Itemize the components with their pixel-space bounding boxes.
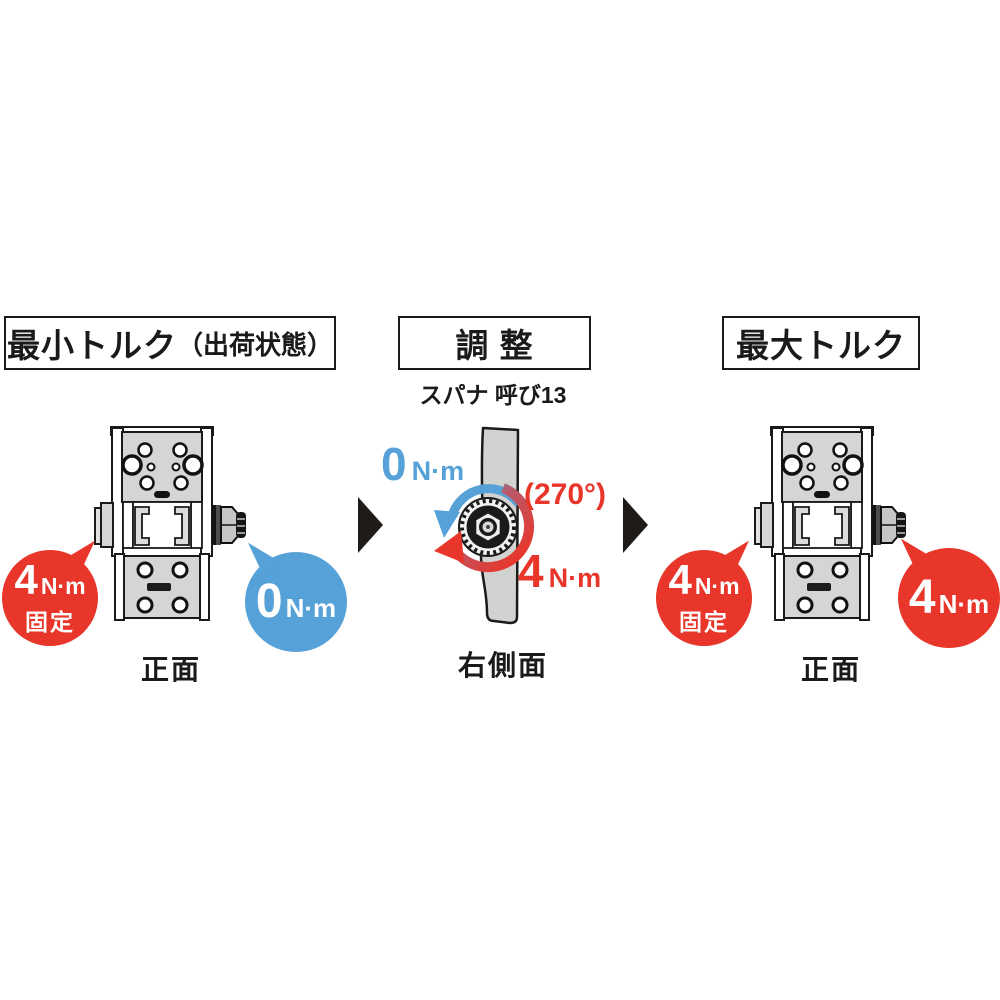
- min-fixed-torque-bubble: 4 N·m 固定: [2, 533, 104, 646]
- torque-value: 0: [255, 575, 283, 629]
- torque-unit: N·m: [285, 593, 337, 624]
- adjust-title: 調 整: [455, 327, 534, 364]
- lamp-logo: [147, 583, 171, 591]
- max-fixed-torque-bubble: 4 N·m 固定: [656, 533, 758, 646]
- torque-value: 4: [908, 571, 936, 625]
- top-plate-holes: [781, 442, 864, 498]
- lamp-logo: [807, 583, 831, 591]
- torque-hinge-side-view: [434, 426, 535, 625]
- tighten-arrow: [434, 483, 535, 573]
- max-torque-title-box: 最大トルク: [722, 316, 920, 370]
- torque-unit: N·m: [938, 589, 990, 620]
- min-free-torque-bubble: 0 N·m: [239, 535, 347, 652]
- min-view-label: 正面: [140, 654, 201, 685]
- torque-unit: N·m: [694, 572, 740, 599]
- torque-value: 0: [381, 438, 407, 490]
- adjust-nut-side: [212, 505, 246, 545]
- torque-hinge-front-view-min: [94, 426, 246, 621]
- fixed-note: 固定: [25, 608, 75, 635]
- torque-value: 4: [14, 555, 38, 603]
- adjust-title-box: 調 整: [398, 316, 591, 370]
- bottom-plate-holes: [136, 561, 189, 614]
- torque-value: 4: [668, 555, 692, 603]
- torque-hinge-front-view-max: [754, 426, 906, 621]
- next-step-arrow-1: [358, 497, 383, 553]
- torque-unit: N·m: [548, 563, 602, 593]
- adjust-max-torque: 4 N·m: [518, 548, 601, 594]
- torque-value: 4: [518, 545, 544, 597]
- max-free-torque-bubble: 4 N·m: [892, 531, 1000, 648]
- min-torque-title-sub: （出荷状態）: [176, 329, 333, 360]
- adjust-nut-face: [458, 497, 518, 557]
- max-torque-title: 最大トルク: [736, 327, 906, 364]
- torque-unit: N·m: [40, 572, 86, 599]
- bottom-plate-holes: [796, 561, 849, 614]
- adjust-view-label: 右側面: [457, 650, 548, 681]
- rotation-angle: (270°): [524, 478, 607, 511]
- torque-unit: N·m: [411, 456, 465, 486]
- fixed-note: 固定: [679, 608, 729, 635]
- adjust-nut-side: [872, 505, 906, 545]
- spanner-size-note: スパナ 呼び13: [419, 382, 567, 408]
- top-plate-holes: [121, 442, 204, 498]
- min-torque-title-box: 最小トルク（出荷状態）: [4, 316, 336, 370]
- adjust-min-torque: 0 N·m: [381, 441, 464, 487]
- max-view-label: 正面: [800, 654, 861, 685]
- next-step-arrow-2: [623, 497, 648, 553]
- min-torque-title: 最小トルク: [6, 327, 177, 364]
